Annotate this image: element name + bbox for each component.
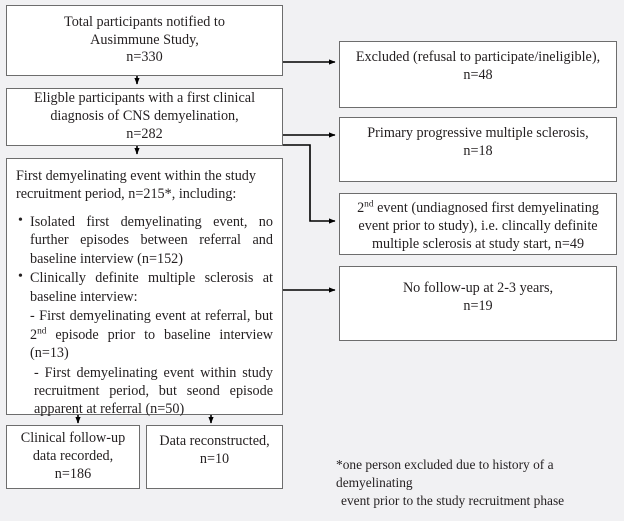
node-second-event-post: event (undiagnosed first demyelinating e… xyxy=(358,200,599,252)
node-excluded-count: n=48 xyxy=(463,66,493,83)
sub-item-pre: - First demyelinating event at referral,… xyxy=(30,308,273,343)
node-clinical-followup-count: n=186 xyxy=(54,465,92,482)
node-total-notified-line1: Total participants notified to xyxy=(64,13,225,30)
ordinal-suffix: nd xyxy=(364,199,374,210)
node-second-event[interactable]: 2nd event (undiagnosed first demyelinati… xyxy=(339,193,617,255)
footnote-line2: event prior to the study recruitment pha… xyxy=(341,492,565,508)
list-item-sub: - First demyelinating event at referral,… xyxy=(30,307,273,362)
list-item-sub: - First demyelinating event within study… xyxy=(34,364,273,418)
node-clinical-followup-line2: data recorded, xyxy=(32,448,114,465)
node-no-followup-line1: No follow-up at 2-3 years, xyxy=(402,280,554,296)
node-first-event-lead: First demyelinating event within the stu… xyxy=(16,168,256,203)
node-data-reconstructed-count: n=10 xyxy=(199,450,230,467)
footnote-line1: *one person excluded due to history of a… xyxy=(336,457,554,490)
node-eligible-count: n=282 xyxy=(126,125,163,142)
node-total-notified-line2: Ausimmune Study, xyxy=(90,31,199,48)
node-eligible-line1: Eligble participants with a first clinic… xyxy=(33,90,256,107)
node-total-notified[interactable]: Total participants notified to Ausimmune… xyxy=(6,5,283,76)
node-eligible-participants[interactable]: Eligble participants with a first clinic… xyxy=(6,88,283,146)
node-second-event-pre: 2 xyxy=(357,200,365,216)
node-clinical-followup[interactable]: Clinical follow-up data recorded, n=186 xyxy=(6,425,140,489)
connector-eligible-to-second-event xyxy=(283,144,336,224)
node-data-reconstructed-line1: Data reconstructed, xyxy=(159,433,270,449)
node-excluded-line1: Excluded (refusal to participate/ineligi… xyxy=(355,49,601,65)
node-first-demyelinating-event[interactable]: First demyelinating event within the stu… xyxy=(6,158,283,417)
node-excluded[interactable]: Excluded (refusal to participate/ineligi… xyxy=(339,41,617,108)
footnote: *one person excluded due to history of a… xyxy=(336,456,618,509)
node-data-reconstructed[interactable]: Data reconstructed, n=10 xyxy=(146,425,283,489)
node-ppms-count: n=18 xyxy=(463,142,493,159)
node-second-event-text: 2nd event (undiagnosed first demyelinati… xyxy=(347,200,609,254)
node-first-event-list: Isolated first demyelinating event, no f… xyxy=(16,212,273,419)
node-eligible-line2: diagnosis of CNS demyelination, xyxy=(50,108,239,125)
sub-item-post: episode prior to baseline interview (n=1… xyxy=(30,326,273,362)
node-ppms-line1: Primary progressive multiple sclerosis, xyxy=(367,125,589,141)
node-total-notified-count: n=330 xyxy=(126,49,163,66)
node-primary-progressive-ms[interactable]: Primary progressive multiple sclerosis, … xyxy=(339,117,617,182)
node-no-followup[interactable]: No follow-up at 2-3 years, n=19 xyxy=(339,266,617,341)
list-item: Isolated first demyelinating event, no f… xyxy=(18,212,273,268)
node-no-followup-count: n=19 xyxy=(463,297,493,314)
node-clinical-followup-line1: Clinical follow-up xyxy=(20,430,126,447)
ordinal-suffix: nd xyxy=(37,325,47,336)
list-item: Clinically definite multiple sclerosis a… xyxy=(18,268,273,306)
